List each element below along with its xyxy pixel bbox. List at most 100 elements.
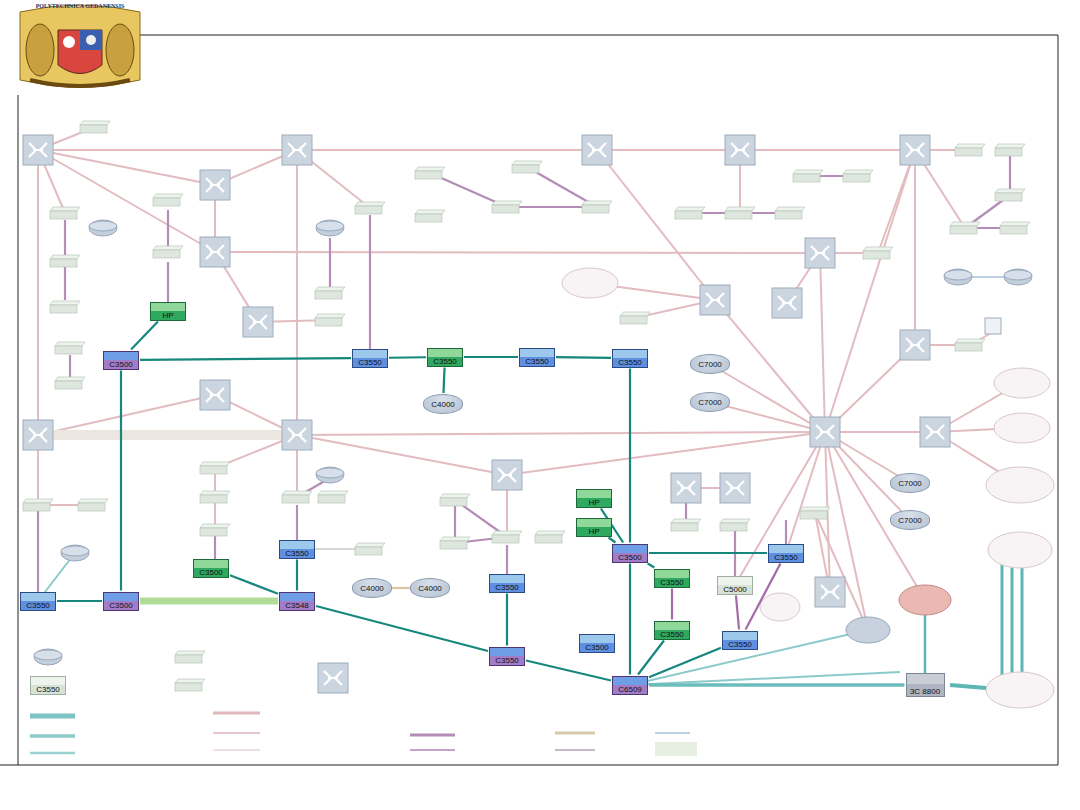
pale-switch-icon: [55, 377, 85, 389]
pale-switch-icon: [318, 491, 348, 503]
pale-switch-icon: [955, 339, 985, 351]
device-label: C3550: [728, 640, 752, 649]
cloud: [562, 268, 618, 298]
switch-icon: C3500: [612, 544, 648, 563]
network-link: [393, 587, 409, 589]
device-label: C3550: [433, 357, 457, 366]
switch-icon: C3550: [30, 676, 66, 695]
network-link: [671, 589, 673, 620]
device-label: C3550: [285, 549, 309, 558]
network-link: [648, 564, 655, 568]
router-icon: [89, 220, 117, 236]
switch-hub-icon: [810, 417, 840, 447]
cloud: [994, 368, 1050, 398]
network-link: [167, 262, 169, 305]
router-icon: C4000: [410, 578, 450, 598]
pale-switch-icon: [50, 301, 80, 313]
legend-sample: [410, 749, 455, 751]
legend-sample: [555, 732, 595, 735]
device-label: C7000: [898, 516, 922, 525]
switch-icon: C3500: [579, 634, 615, 653]
switch-hub-icon: [282, 420, 312, 450]
network-link: [38, 149, 297, 151]
pale-switch-icon: [55, 342, 85, 354]
pale-switch-icon: [355, 202, 385, 214]
pale-switch-icon: [671, 519, 701, 531]
device-label: C6509: [618, 685, 642, 694]
frame-line: [18, 95, 19, 765]
network-link: [131, 322, 158, 350]
pale-switch-icon: [200, 491, 230, 503]
network-link: [140, 598, 278, 605]
switch-icon: C3500: [193, 559, 229, 578]
frame-line: [1058, 35, 1059, 765]
switch-hub-icon: [200, 380, 230, 410]
device-label: C3550: [774, 553, 798, 562]
router-icon: [899, 585, 951, 615]
switch-hub-icon: [725, 135, 755, 165]
router-icon: [61, 545, 89, 561]
network-link: [630, 630, 868, 685]
pale-switch-icon: [175, 679, 205, 691]
switch-icon: HP: [150, 302, 186, 321]
switch-icon: C3550: [427, 348, 463, 367]
switch-hub-icon: [23, 420, 53, 450]
network-link: [329, 238, 331, 293]
router-icon: C7000: [890, 473, 930, 493]
logo-text: POLYTECHNICA GEDANENSIS: [22, 3, 138, 9]
device-label: C7000: [698, 398, 722, 407]
router-icon: [846, 617, 890, 643]
network-link: [629, 369, 631, 543]
switch-hub-icon: [318, 663, 348, 693]
cloud: [986, 672, 1054, 708]
cloud: [986, 467, 1054, 503]
pale-switch-icon: [1000, 222, 1030, 234]
device-label: C3550: [26, 601, 50, 610]
switch-hub-icon: [492, 460, 522, 490]
network-link: [638, 641, 664, 675]
switch-hub-icon: [920, 417, 950, 447]
legend-sample: [30, 752, 75, 755]
device-label: C7000: [898, 479, 922, 488]
network-link: [215, 252, 820, 253]
router-icon: [316, 467, 344, 483]
switch-icon: C3500: [103, 351, 139, 370]
network-link: [825, 150, 915, 432]
pale-switch-icon: [440, 494, 470, 506]
switch-icon: C3550: [279, 540, 315, 559]
router-icon: C7000: [890, 510, 930, 530]
network-link: [507, 432, 825, 475]
pale-switch-icon: [863, 247, 893, 259]
device-label: C3550: [618, 358, 642, 367]
pale-switch-icon: [153, 194, 183, 206]
network-link: [825, 432, 925, 600]
pale-switch-icon: [315, 314, 345, 326]
legend-sample: [655, 733, 690, 734]
legend-sample: [30, 714, 75, 719]
router-icon: C4000: [352, 578, 392, 598]
pale-switch-icon: [793, 170, 823, 182]
device-label: C7000: [698, 360, 722, 369]
network-link: [296, 150, 298, 435]
network-link: [316, 606, 488, 651]
network-link: [649, 683, 905, 687]
switch-hub-icon: [200, 237, 230, 267]
switch-hub-icon: [720, 473, 750, 503]
switch-hub-icon: [282, 135, 312, 165]
switch-icon: C3550: [654, 621, 690, 640]
device-label: C3550: [495, 656, 519, 665]
device-label: C3500: [109, 360, 133, 369]
pale-switch-icon: [175, 651, 205, 663]
network-link: [629, 564, 631, 675]
pale-switch-icon: [995, 189, 1025, 201]
device-label: C4000: [360, 584, 384, 593]
device-label: C3500: [618, 553, 642, 562]
switch-icon: C3550: [489, 574, 525, 593]
network-link: [297, 432, 825, 435]
pale-switch-icon: [675, 207, 705, 219]
network-link: [649, 648, 721, 677]
small-device-icon: [985, 318, 1001, 334]
logo: [20, 5, 140, 88]
switch-hub-icon: [582, 135, 612, 165]
network-link: [630, 672, 900, 685]
